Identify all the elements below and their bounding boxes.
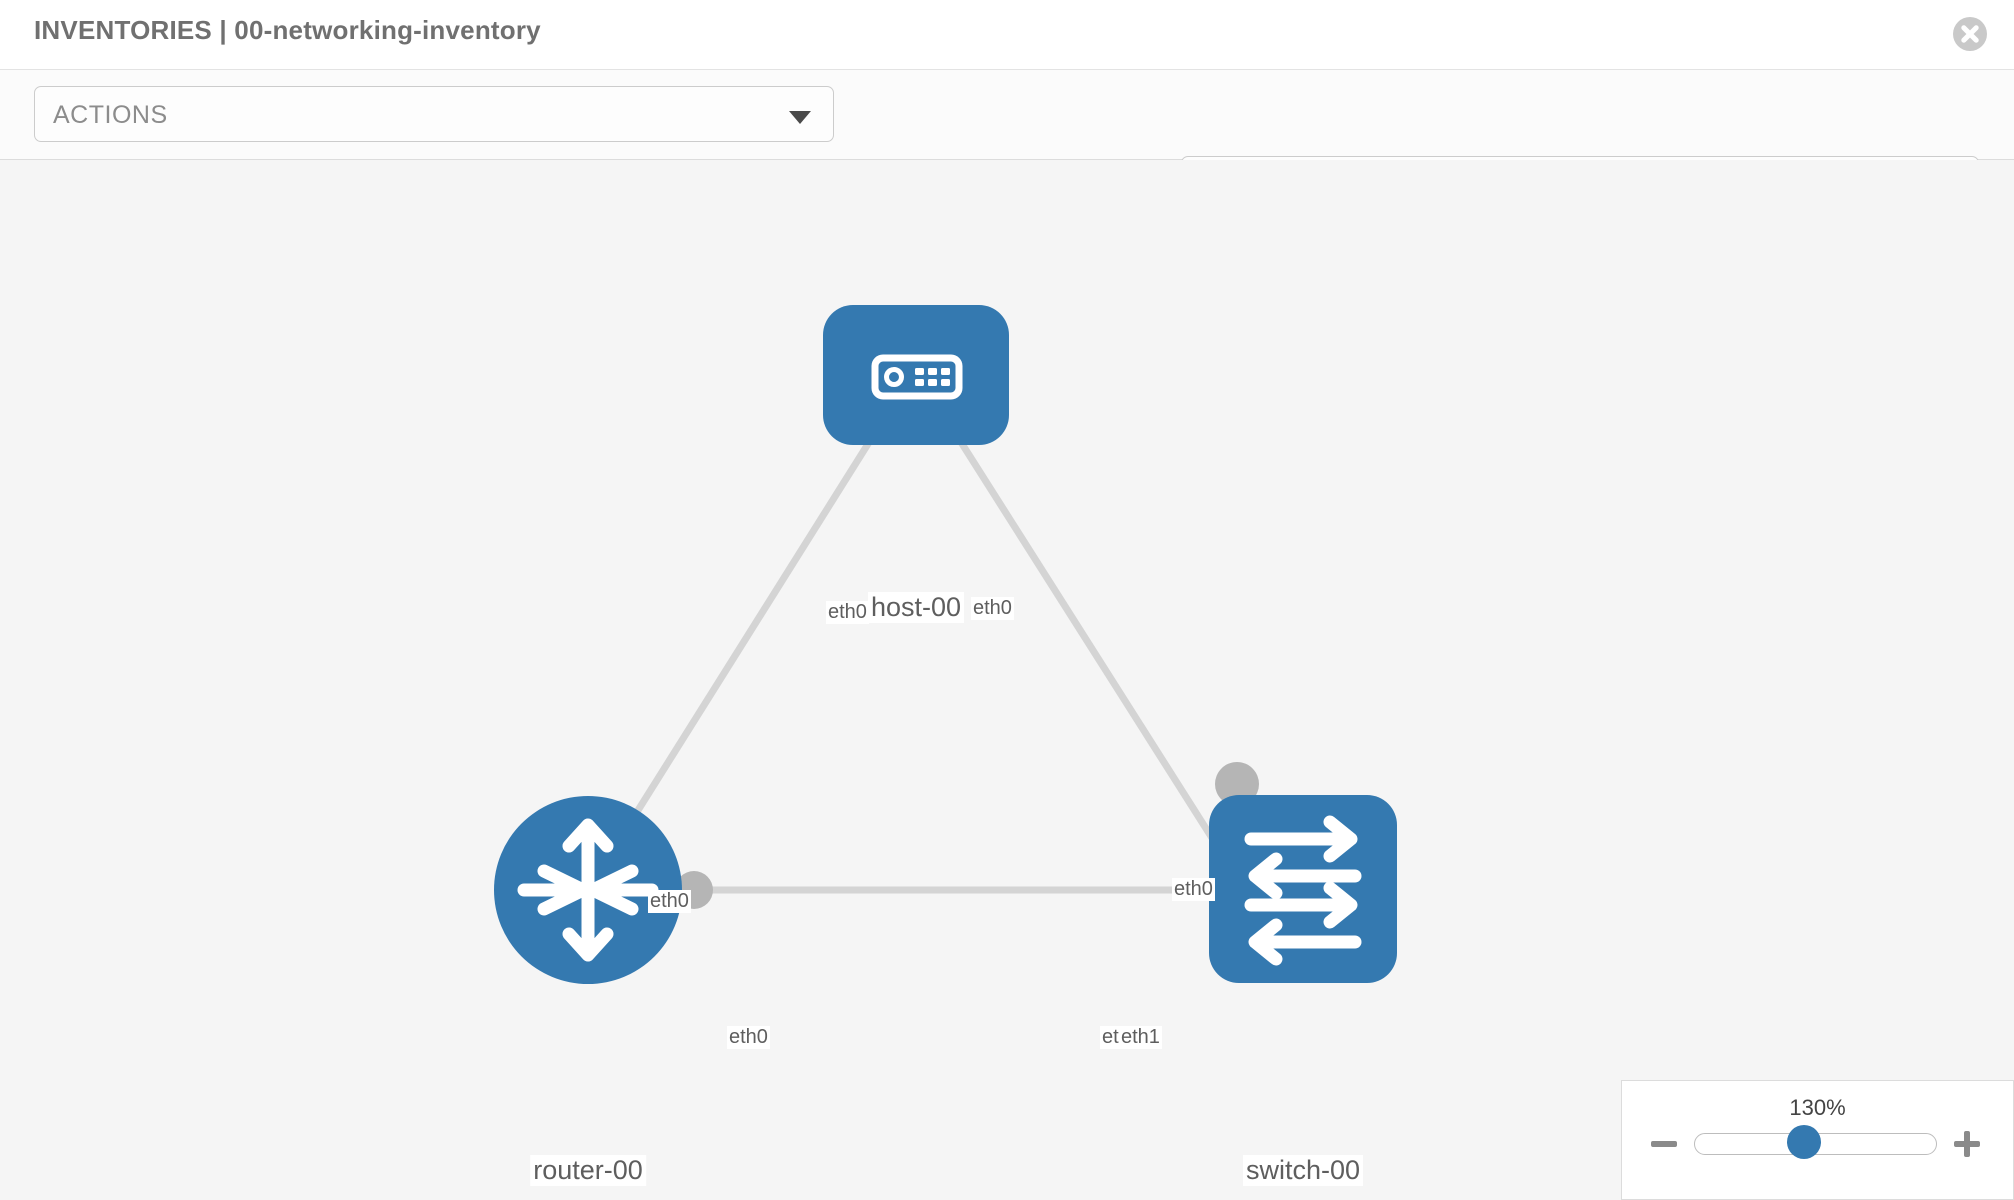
node-switch-00[interactable] <box>1209 795 1397 983</box>
edge-label-switch-up: eth0 <box>1172 878 1215 901</box>
actions-dropdown[interactable]: ACTIONS <box>34 86 834 142</box>
node-router-00[interactable] <box>494 796 682 984</box>
zoom-control-panel: 130% <box>1621 1080 2014 1200</box>
close-icon[interactable] <box>1952 16 1988 52</box>
edge-label-switch-left: eth1 <box>1119 1026 1162 1049</box>
topology-svg <box>494 305 1397 984</box>
zoom-slider-thumb[interactable] <box>1787 1125 1821 1159</box>
topology-links <box>585 426 1303 894</box>
node-label-host-00: host-00 <box>867 592 965 623</box>
router-arrows-icon <box>517 818 659 962</box>
minus-icon[interactable] <box>1649 1129 1679 1159</box>
page-title: INVENTORIES | 00-networking-inventory <box>34 15 541 45</box>
actions-dropdown-label: ACTIONS <box>53 101 168 129</box>
chevron-down-icon <box>789 111 811 124</box>
zoom-level-value: 130% <box>1789 1095 1846 1120</box>
topology-ports <box>675 396 1259 909</box>
node-label-switch-00: switch-00 <box>1242 1155 1364 1186</box>
edge-label-host-left: eth0 <box>826 601 869 624</box>
plus-icon[interactable] <box>1952 1129 1982 1159</box>
edge-label-host-right: eth0 <box>971 597 1014 620</box>
node-host-00[interactable] <box>823 305 1009 445</box>
node-label-router-00: router-00 <box>530 1155 646 1186</box>
edge-label-router-up: eth0 <box>648 890 691 913</box>
topology-canvas[interactable]: eth0 eth0 eth0 eth0 eth0 eth0 eth1 host-… <box>0 160 2014 1200</box>
edge-label-router-right: eth0 <box>727 1026 770 1049</box>
page-header: INVENTORIES | 00-networking-inventory <box>0 0 2014 70</box>
switch-arrows-icon <box>1244 815 1362 966</box>
toolbar: ACTIONS SEARCH <box>0 70 2014 212</box>
server-icon <box>871 354 963 400</box>
link-host-switch[interactable] <box>949 426 1248 892</box>
